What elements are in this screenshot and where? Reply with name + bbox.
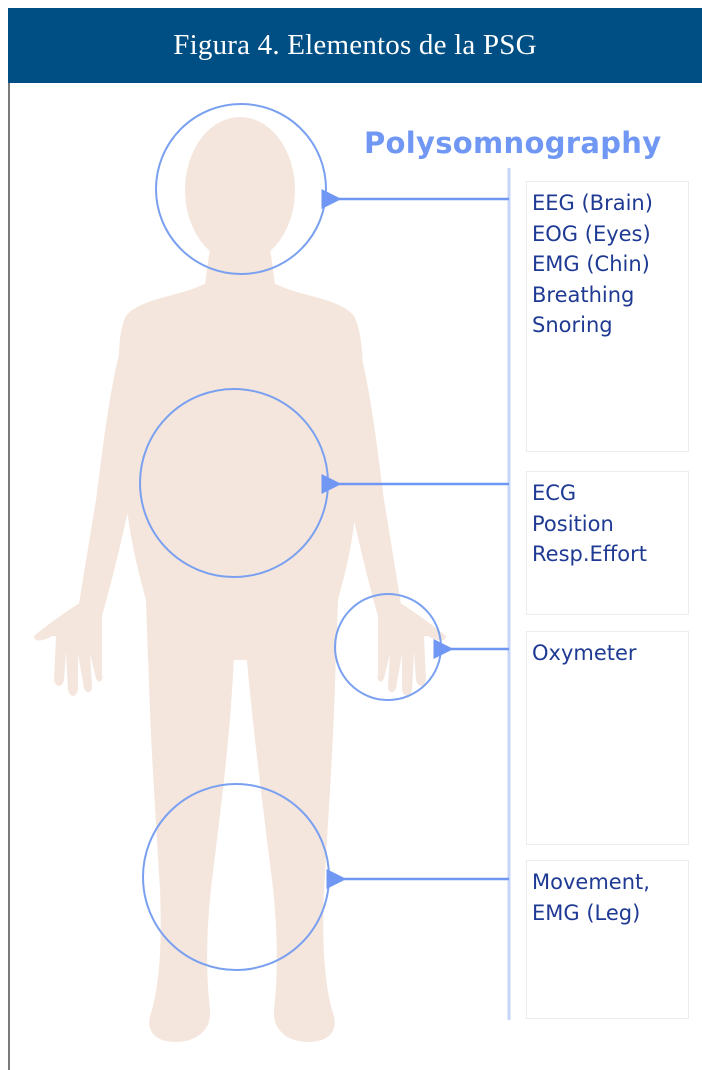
silhouette-right-leg — [246, 650, 336, 1042]
torso-item: ECG — [532, 478, 688, 509]
head-item: Breathing — [532, 280, 688, 311]
legs-item: EMG (Leg) — [532, 898, 688, 929]
head-item: EMG (Chin) — [532, 249, 688, 280]
torso-info-box: ECG Position Resp.Effort — [526, 471, 689, 615]
silhouette-right-hand — [378, 604, 446, 696]
torso-item: Resp.Effort — [532, 539, 688, 570]
silhouette-left-hand — [34, 604, 102, 696]
head-item: EEG (Brain) — [532, 188, 688, 219]
silhouette-head — [185, 117, 295, 263]
head-item: EOG (Eyes) — [532, 219, 688, 250]
hand-info-box: Oxymeter — [526, 631, 689, 845]
torso-item: Position — [532, 509, 688, 540]
human-silhouette — [34, 117, 446, 1042]
legs-item: Movement, — [532, 867, 688, 898]
legs-info-box: Movement, EMG (Leg) — [526, 860, 689, 1019]
hand-item: Oxymeter — [532, 638, 688, 669]
silhouette-left-leg — [148, 650, 234, 1042]
head-item: Snoring — [532, 310, 688, 341]
diagram-title: Polysomnography — [364, 126, 661, 160]
silhouette-torso — [119, 284, 363, 660]
head-info-box: EEG (Brain) EOG (Eyes) EMG (Chin) Breath… — [526, 181, 689, 452]
